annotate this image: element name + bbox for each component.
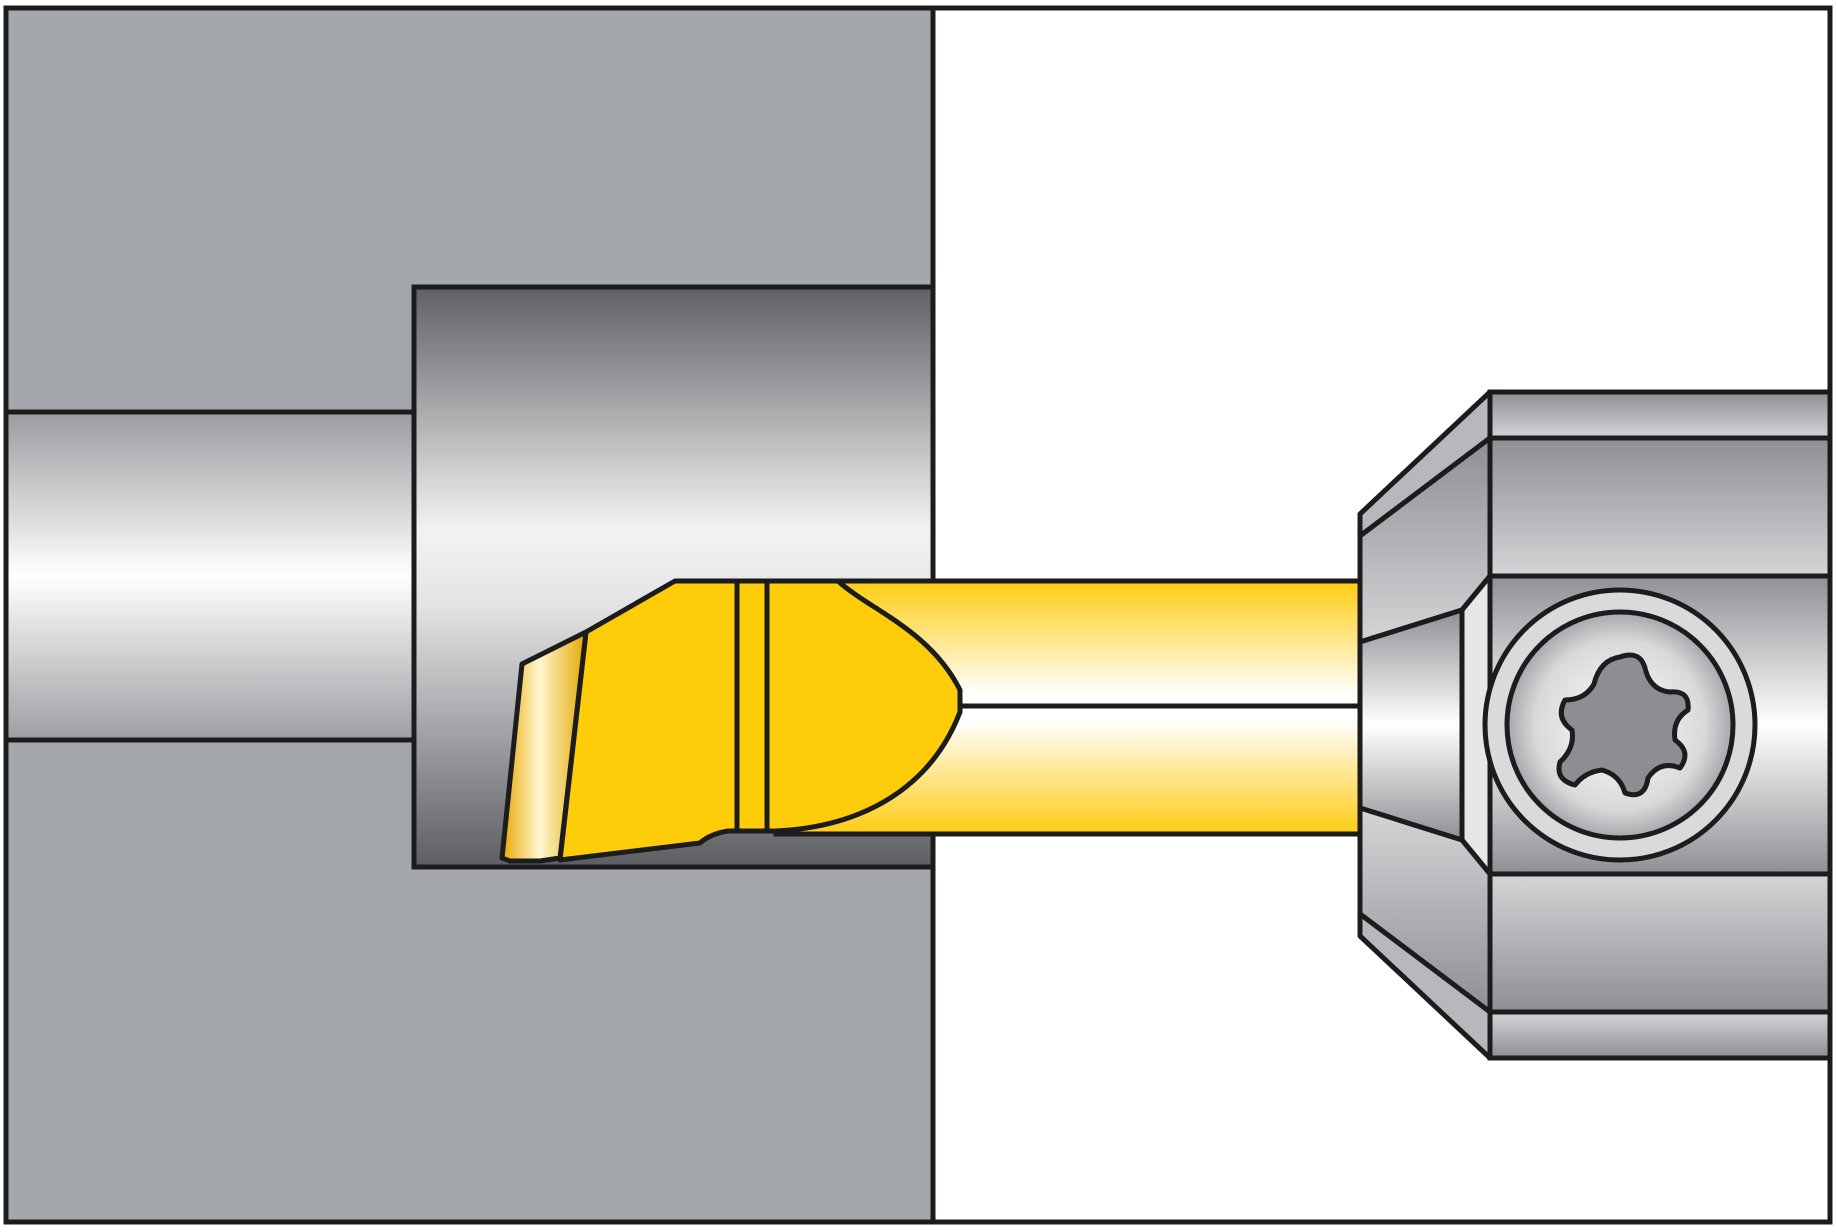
holder-bevel-bottom <box>1357 911 1493 1061</box>
torx-screw-icon <box>1556 652 1691 798</box>
holder-nose-face <box>1357 607 1465 843</box>
holder-bottom-band <box>1487 1009 1833 1061</box>
clamp-screw <box>1482 587 1758 863</box>
holder-top-band <box>1487 389 1833 441</box>
holder-bevel-bottom-face <box>1357 805 1493 1015</box>
holder-top-section <box>1487 435 1833 579</box>
boring-bar-head <box>557 578 963 863</box>
pilot-shaft <box>3 409 417 743</box>
cutting-insert <box>499 629 589 864</box>
holder-bottom-section <box>1487 871 1833 1015</box>
